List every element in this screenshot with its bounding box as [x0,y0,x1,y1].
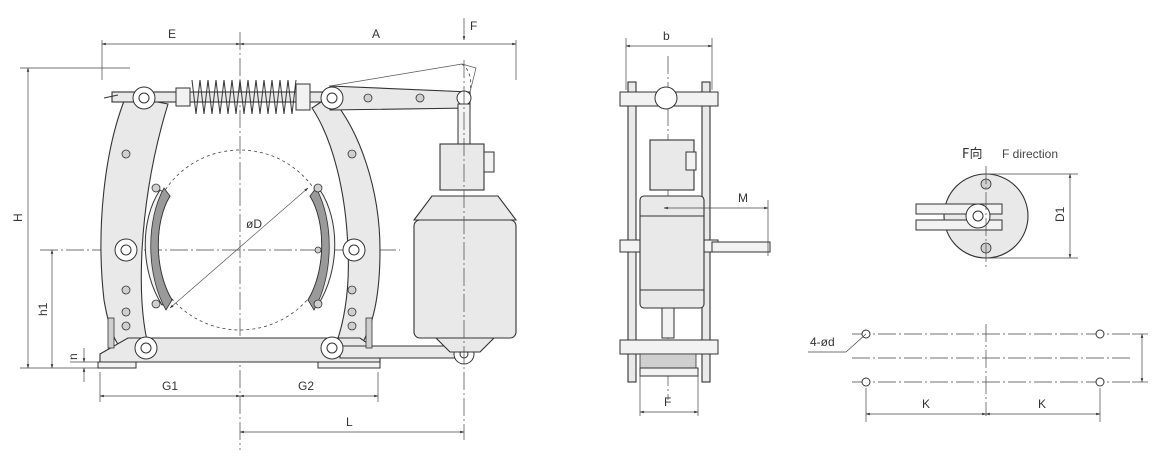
bolt [347,321,357,331]
side-base [639,367,699,377]
bolt [121,149,131,159]
hole-leader-line [845,333,867,353]
lever-travel-arc [461,63,472,93]
thruster-terminal-box [483,151,495,173]
bolt [415,93,425,103]
dim-label-h1: h1 [36,302,50,316]
dim-label-D: øD [246,217,262,231]
bolt [151,299,161,309]
thruster-base [434,337,496,353]
hole-callout: 4-ød [810,335,835,349]
thruster-cylinder [413,219,517,339]
dim-line-D [169,187,309,309]
dim-label-F-side: F [664,395,671,409]
dim-label-G2: G2 [298,379,314,393]
dim-label-D1: D1 [1053,206,1067,222]
side-view: b M F [619,29,771,416]
pin-core [140,342,152,354]
dim-label-A: A [372,27,380,41]
output-shaft [711,241,771,253]
main-spring [191,79,297,115]
dim-label-H: H [11,213,25,222]
top-pin-head [654,86,678,110]
right-brake-lining [307,187,330,311]
bolt [347,149,357,159]
bolt [121,321,131,331]
dim-label-L: L [346,415,353,429]
spring-seat-left [175,87,191,107]
dim-label-G1: G1 [162,379,178,393]
bolt [313,299,323,309]
side-plate-left [627,81,637,383]
bolt [314,246,322,254]
f-direction-view: F向 F direction D1 [915,146,1078,268]
side-feet [639,353,697,369]
mounting-hole [1095,377,1105,387]
mounting-hole [861,377,871,387]
bolt [363,93,373,103]
top-lever [329,85,471,111]
pin-core [326,342,338,354]
pin-core [138,92,150,104]
mounting-hole-view: 4-ød K K [808,324,1148,422]
bolt [121,307,131,317]
left-brake-lining [150,187,173,311]
side-thruster-cylinder [639,195,705,309]
pin-core [326,92,338,104]
base-foot-left [97,361,137,369]
thruster-cap [412,195,518,221]
bolt [347,285,357,295]
front-view: E A F H h1 n øD [11,18,518,450]
dim-label-K-left: K [922,397,930,411]
adjusting-screw-left [107,317,115,349]
dim-label-K-right: K [1038,397,1046,411]
link-bar-upper [915,203,1003,215]
dim-label-n: n [66,353,80,360]
side-terminal-box [685,151,697,171]
f-view-title: F向 [962,146,982,162]
dim-label-b: b [663,29,670,43]
dim-label-F-top: F [470,19,477,33]
mounting-hole [1095,329,1105,339]
bottom-cross-pin [619,339,719,355]
bolt [151,183,161,193]
base-foot-right [317,361,381,369]
bolt [121,285,131,295]
lever-open-position [329,63,477,93]
rod-end [103,94,119,99]
dim-label-E: E [168,27,176,41]
bolt [347,307,357,317]
bolt [313,183,323,193]
pin-core [348,244,360,256]
f-view-subtitle: F direction [1002,147,1058,161]
spring-seat-right [295,83,311,111]
dim-label-M: M [738,191,748,205]
thruster-motor [439,143,485,191]
link-bar-lower [915,219,1003,231]
end-pin-core [972,210,984,222]
adjusting-screw-right [365,317,373,349]
pin-core [120,244,132,256]
side-thruster-rod [661,307,675,339]
